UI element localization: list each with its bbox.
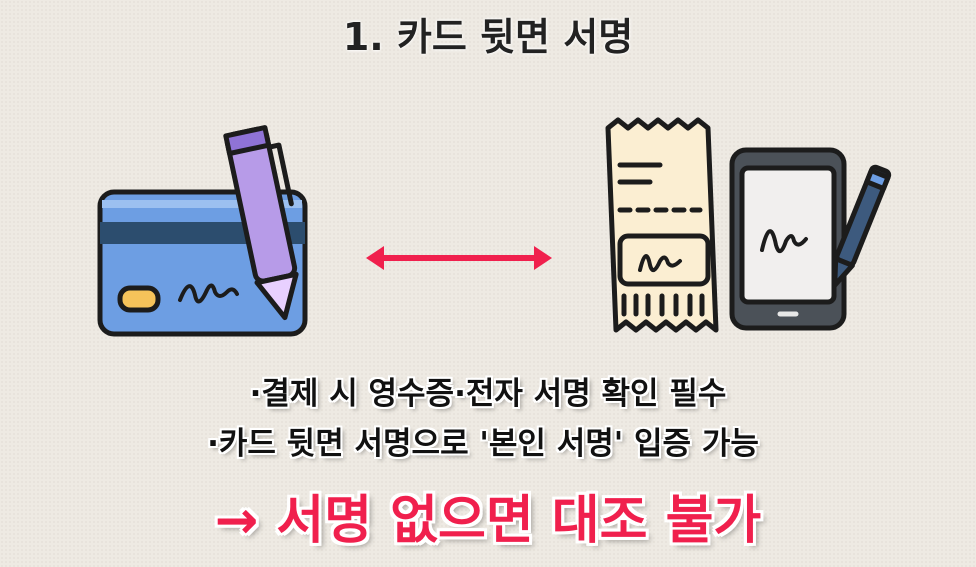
bullet-card-signature: ·카드 뒷면 서명으로 '본인 서명' 입증 가능 xyxy=(207,426,759,462)
bullet-receipt-check: ·결제 시 영수증·전자 서명 확인 필수 xyxy=(249,376,727,412)
tablet-signature-icon xyxy=(729,147,892,331)
conclusion-text: → 서명 없으면 대조 불가 xyxy=(214,491,762,551)
slide-title: 1. 카드 뒷면 서명 xyxy=(342,15,634,59)
double-arrow-icon xyxy=(366,246,552,270)
credit-card-with-pen-icon xyxy=(97,125,308,337)
receipt-signature-icon xyxy=(605,117,719,333)
